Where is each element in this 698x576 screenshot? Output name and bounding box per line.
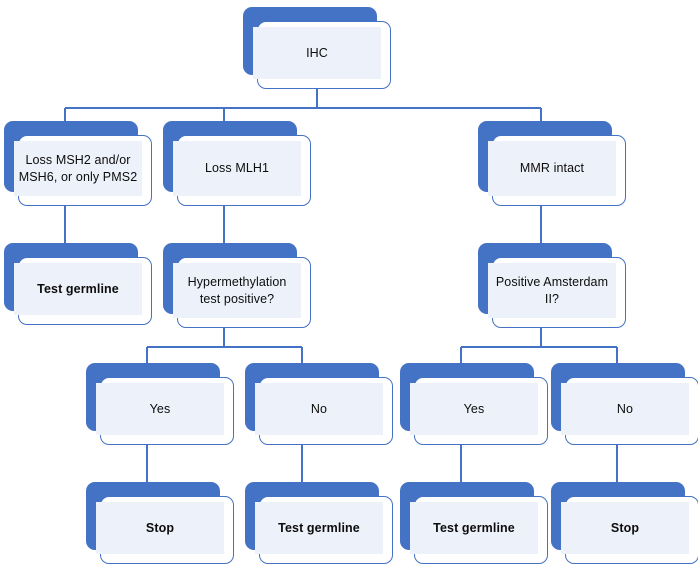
node-inner-fill bbox=[14, 141, 142, 196]
node-no-2[interactable]: No bbox=[551, 363, 698, 445]
node-ihc[interactable]: IHC bbox=[243, 7, 391, 89]
node-label: No bbox=[616, 401, 634, 416]
node-label: Stop bbox=[610, 520, 640, 535]
node-inner-fill bbox=[561, 502, 689, 554]
node-label: Loss MSH2 and/or MSH6, or only PMS2 bbox=[18, 153, 138, 184]
node-test-germline-3[interactable]: Test germline bbox=[400, 482, 548, 564]
node-inner-fill bbox=[488, 263, 616, 318]
node-test-germline-2[interactable]: Test germline bbox=[245, 482, 393, 564]
node-inner-fill bbox=[96, 383, 224, 435]
node-label: Loss MLH1 bbox=[204, 161, 270, 176]
node-label: Stop bbox=[145, 520, 175, 535]
node-inner-fill bbox=[14, 263, 142, 315]
node-no-1[interactable]: No bbox=[245, 363, 393, 445]
node-label: Positive Amsterdam II? bbox=[495, 275, 609, 306]
node-inner-fill bbox=[96, 502, 224, 554]
node-inner-fill bbox=[173, 141, 301, 196]
node-label: MMR intact bbox=[519, 161, 585, 176]
node-label: Test germline bbox=[37, 281, 119, 296]
node-inner-fill bbox=[255, 383, 383, 435]
node-label: IHC bbox=[306, 45, 328, 60]
node-label: Yes bbox=[463, 401, 485, 416]
node-label: Yes bbox=[149, 401, 171, 416]
node-inner-fill bbox=[173, 263, 301, 318]
node-hypermethylation[interactable]: Hypermethylation test positive? bbox=[163, 243, 311, 328]
node-stop-1[interactable]: Stop bbox=[86, 482, 234, 564]
node-inner-fill bbox=[410, 383, 538, 435]
node-amsterdam[interactable]: Positive Amsterdam II? bbox=[478, 243, 626, 328]
node-label: Test germline bbox=[278, 520, 360, 535]
node-inner-fill bbox=[561, 383, 689, 435]
node-inner-fill bbox=[488, 141, 616, 196]
node-yes-2[interactable]: Yes bbox=[400, 363, 548, 445]
node-mmr-intact[interactable]: MMR intact bbox=[478, 121, 626, 206]
node-test-germline-1[interactable]: Test germline bbox=[4, 243, 152, 325]
node-label: Test germline bbox=[433, 520, 515, 535]
node-inner-fill bbox=[253, 27, 381, 79]
node-inner-fill bbox=[255, 502, 383, 554]
node-stop-2[interactable]: Stop bbox=[551, 482, 698, 564]
node-inner-fill bbox=[410, 502, 538, 554]
node-loss-mlh1[interactable]: Loss MLH1 bbox=[163, 121, 311, 206]
node-yes-1[interactable]: Yes bbox=[86, 363, 234, 445]
node-label: No bbox=[310, 401, 328, 416]
node-label: Hypermethylation test positive? bbox=[187, 275, 287, 306]
node-loss-msh2[interactable]: Loss MSH2 and/or MSH6, or only PMS2 bbox=[4, 121, 152, 206]
